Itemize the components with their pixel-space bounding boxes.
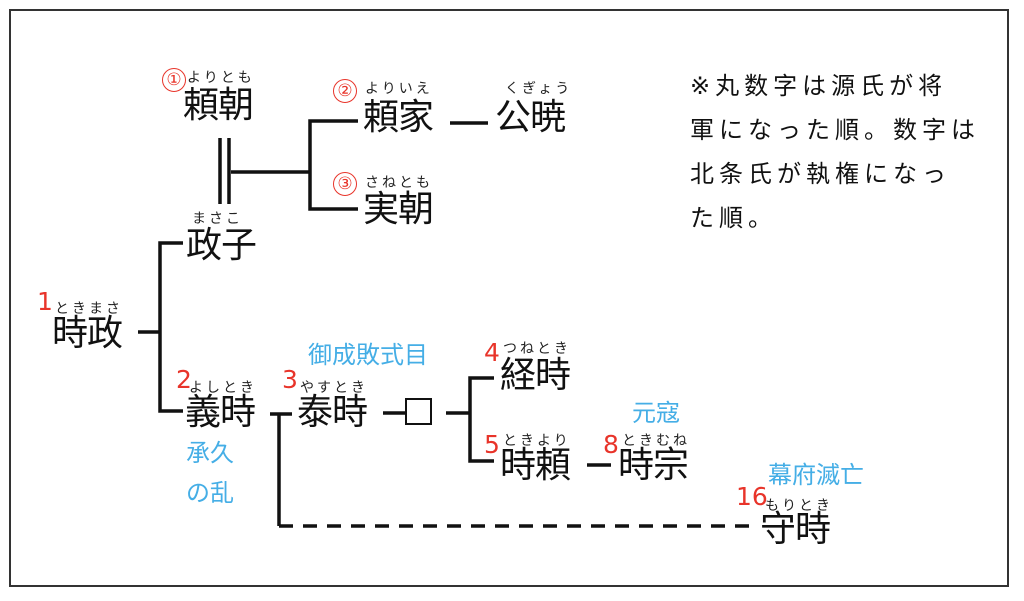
event-genko: 元寇 bbox=[632, 399, 680, 427]
reading-sanetomo: さねとも bbox=[365, 175, 433, 191]
regent-order-number: 16 bbox=[736, 482, 768, 511]
reading-tokimasa: ときまさ bbox=[55, 301, 123, 317]
reading-yoritomo: よりとも bbox=[187, 70, 255, 86]
event-jokyu-line2: の乱 bbox=[186, 479, 234, 507]
regent-order-number: 5 bbox=[484, 430, 500, 459]
reading-yoriie: よりいえ bbox=[365, 81, 433, 97]
person-tokiyori: 時頼 bbox=[500, 445, 571, 486]
note-line: 北条氏が執権になっ bbox=[690, 160, 951, 188]
person-kugyo: 公暁 bbox=[495, 97, 566, 138]
person-moritoki: 守時 bbox=[760, 509, 831, 550]
reading-yasutoki: やすとき bbox=[300, 380, 368, 396]
regent-order-number: 1 bbox=[37, 287, 53, 316]
event-goseibai-shikimoku: 御成敗式目 bbox=[308, 341, 428, 369]
note-line: ※丸数字は源氏が将 bbox=[690, 72, 948, 100]
reading-tsunetoki: つねとき bbox=[503, 341, 571, 357]
children-bracket-unknown bbox=[468, 376, 494, 463]
reading-tokiyori: ときより bbox=[503, 433, 571, 449]
regent-order-number: 4 bbox=[484, 338, 500, 367]
legend-note: ※丸数字は源氏が将 軍になった順。数字は 北条氏が執権になっ た順。 bbox=[690, 64, 990, 240]
children-bracket-tokimasa bbox=[158, 241, 183, 413]
diagram-frame bbox=[9, 9, 1009, 587]
reading-yoshitoki: よしとき bbox=[189, 380, 257, 396]
reading-kugyo: くぎょう bbox=[505, 81, 573, 97]
regent-order-number: 8 bbox=[603, 430, 619, 459]
person-tsunetoki: 経時 bbox=[500, 355, 571, 396]
person-tokimune: 時宗 bbox=[618, 445, 689, 486]
person-masako: 政子 bbox=[186, 225, 257, 266]
event-bakufu-fall: 幕府滅亡 bbox=[768, 461, 864, 489]
shogun-order-badge: ③ bbox=[333, 172, 357, 196]
person-yoshitoki: 義時 bbox=[185, 392, 256, 433]
event-jokyu-line1: 承久 bbox=[186, 439, 234, 467]
shogun-order-badge: ② bbox=[333, 79, 357, 103]
shogun-order-badge: ① bbox=[162, 68, 186, 92]
person-sanetomo: 実朝 bbox=[363, 189, 434, 230]
reading-tokimune: ときむね bbox=[622, 433, 690, 449]
note-line: 軍になった順。数字は bbox=[690, 116, 980, 144]
person-yasutoki: 泰時 bbox=[297, 392, 368, 433]
regent-order-number: 3 bbox=[282, 365, 298, 394]
person-tokimasa: 時政 bbox=[52, 313, 123, 354]
reading-moritoki: もりとき bbox=[765, 498, 833, 514]
children-bracket-yoritomo bbox=[308, 119, 358, 211]
unknown-person-box bbox=[405, 398, 432, 425]
reading-masako: まさこ bbox=[192, 211, 243, 227]
regent-order-number: 2 bbox=[176, 365, 192, 394]
note-line: た順。 bbox=[690, 204, 777, 232]
person-yoritomo: 頼朝 bbox=[183, 85, 254, 126]
person-yoriie: 頼家 bbox=[363, 97, 434, 138]
